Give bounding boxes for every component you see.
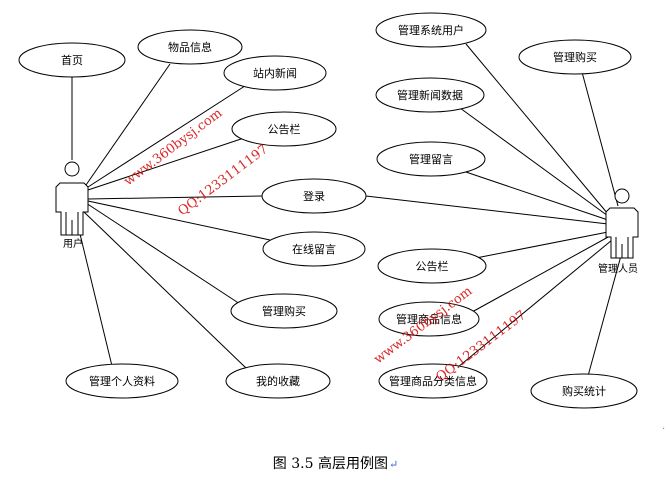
use-case-purchase-stats	[530, 373, 638, 409]
assoc-admin-sys-user	[465, 43, 609, 215]
use-case-my-favorites	[225, 363, 331, 399]
actor-user-body	[55, 182, 89, 236]
use-case-profile	[65, 363, 179, 399]
watermark-url: www.360bysj.com	[121, 106, 225, 189]
use-case-label: 管理系统用户	[398, 23, 464, 37]
use-case-label: 公告栏	[268, 122, 301, 136]
actor-user-label: 用户	[63, 237, 83, 250]
use-case-label: 首页	[61, 53, 83, 67]
assoc-admin-news-data	[459, 107, 609, 217]
use-case-label: 管理留言	[409, 152, 453, 166]
use-case-manage-system-users	[375, 12, 487, 48]
assoc-admin-purchase-stats	[587, 251, 623, 377]
figure-caption: 图 3.5 高层用例图↵	[0, 453, 671, 473]
use-case-manage-news-data	[375, 77, 485, 113]
use-case-manage-messages	[376, 141, 486, 177]
paragraph-mark-icon: ↵	[388, 458, 399, 471]
use-case-label: 管理购买	[262, 304, 306, 318]
use-case-home	[18, 42, 126, 78]
assoc-admin-goods-info	[471, 235, 611, 313]
actor-user	[55, 161, 89, 236]
use-case-site-news	[223, 55, 327, 91]
use-case-login	[261, 178, 367, 214]
use-case-diagram: 用户 管理人员 首页 物品信息 站内新闻 公告栏 登录	[18, 12, 639, 409]
use-case-online-message	[262, 231, 366, 267]
use-case-manage-goods-category	[378, 363, 488, 399]
assoc-user-login	[87, 195, 263, 200]
actor-admin-label: 管理人员	[598, 262, 638, 275]
use-case-label: 管理购买	[553, 50, 597, 64]
assoc-login-admin	[365, 195, 609, 225]
use-case-label: 站内新闻	[253, 66, 297, 80]
actor-admin-body	[605, 207, 639, 259]
use-case-label: 管理新闻数据	[397, 88, 463, 102]
assoc-user-site-news	[87, 83, 249, 188]
use-case-item-info	[137, 29, 243, 65]
use-case-label: 登录	[303, 189, 325, 203]
use-case-manage-purchase-admin	[518, 39, 632, 75]
edge-mark: ·	[662, 424, 666, 435]
assoc-admin-manage-purchase	[581, 71, 619, 207]
use-case-manage-purchase-user	[230, 293, 338, 329]
assoc-user-bulletin	[87, 135, 251, 191]
assoc-admin-goods-category	[451, 239, 613, 373]
assoc-user-my-favorites	[83, 211, 247, 369]
assoc-user-item-info	[85, 63, 171, 186]
use-case-label: 购买统计	[562, 384, 606, 398]
actor-user-head	[64, 161, 80, 177]
use-case-label: 公告栏	[416, 259, 449, 273]
use-case-label: 管理商品信息	[396, 312, 462, 326]
assoc-user-profile	[79, 233, 113, 367]
assoc-user-online-message	[87, 200, 271, 241]
use-case-label: 管理商品分类信息	[389, 374, 477, 388]
use-case-label: 在线留言	[292, 242, 336, 256]
assoc-user-manage-purchase	[85, 202, 241, 305]
use-case-label: 物品信息	[168, 40, 212, 54]
actor-admin-head	[614, 188, 630, 204]
use-case-label: 我的收藏	[256, 374, 300, 388]
assoc-admin-messages	[459, 169, 609, 221]
caption-text: 图 3.5 高层用例图	[272, 456, 388, 472]
use-case-bulletin-admin	[377, 248, 487, 284]
use-case-bulletin-user	[231, 111, 337, 147]
use-case-manage-goods-info	[378, 301, 480, 337]
association-lines	[71, 43, 623, 377]
actor-admin	[605, 188, 639, 259]
assoc-admin-bulletin	[475, 231, 609, 259]
use-case-label: 管理个人资料	[89, 374, 155, 388]
watermark-qq: QQ:1233111197	[175, 142, 271, 219]
